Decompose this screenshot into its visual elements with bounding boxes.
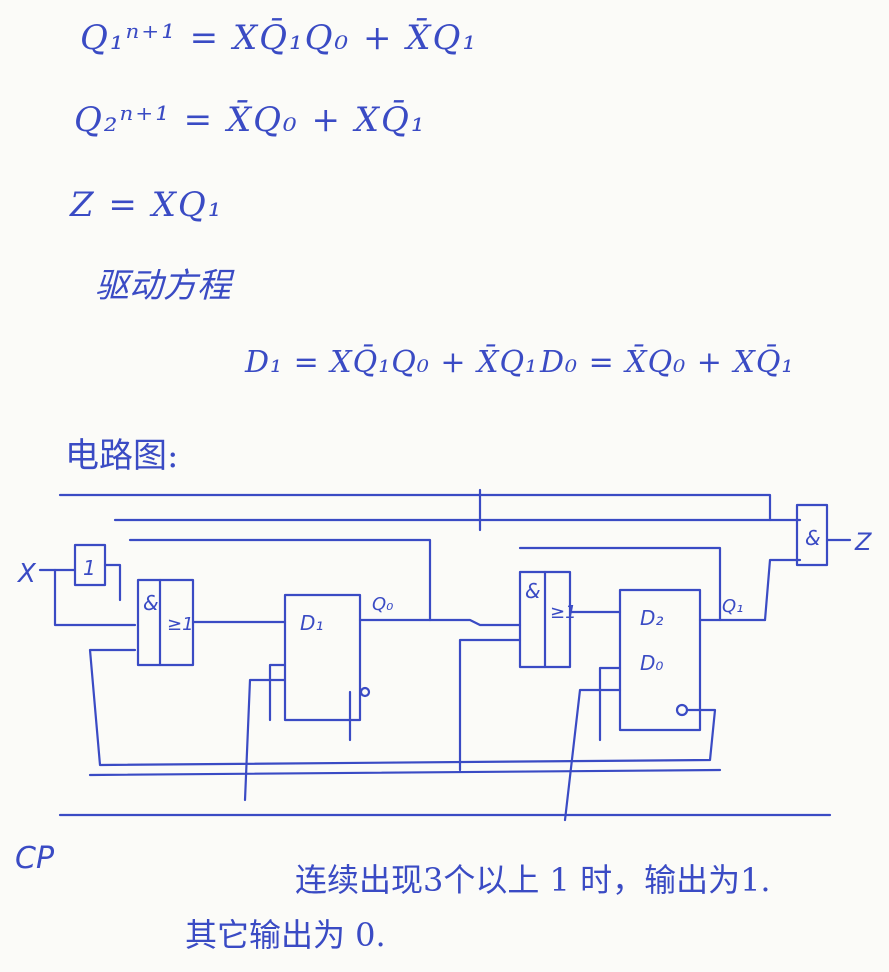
- clock-wire-right: [563, 688, 622, 822]
- equation-q1-next: Q₁ⁿ⁺¹ = XQ̄₁Q₀ + X̄Q₁: [80, 18, 478, 58]
- q0-to-right-wire: [428, 618, 522, 627]
- clock-wire-left: [243, 678, 287, 802]
- and-gate-output-label: &: [805, 526, 821, 550]
- and-gate-left-label: &: [143, 591, 159, 615]
- inverter-out-wire: [103, 563, 122, 602]
- input-x-label: X: [16, 559, 37, 589]
- inverter-label: 1: [83, 556, 96, 580]
- ff-d1-label: D₁: [300, 611, 323, 635]
- conclusion-line-2: 其它输出为 0.: [185, 916, 386, 954]
- flip-flop-q0: [283, 593, 362, 722]
- equation-d0: D₀ = X̄Q₀ + XQ̄₁: [540, 345, 795, 380]
- flip-flop-q1: [618, 588, 702, 732]
- q0-label: Q₀: [372, 594, 393, 615]
- q1-feedback-wire: [518, 546, 722, 622]
- equation-z: Z = XQ₁: [70, 185, 224, 225]
- conclusion-line-1: 连续出现3个以上 1 时，输出为1.: [295, 861, 771, 899]
- equation-d1: D₁ = XQ̄₁Q₀ + X̄Q₁: [245, 345, 539, 380]
- clock-label: CP: [15, 841, 55, 876]
- x-branch-wire: [53, 568, 137, 627]
- feedback-loop-wire: [88, 648, 717, 767]
- and-gate-right-label: &: [525, 579, 541, 603]
- equation-q2-next: Q₂ⁿ⁺¹ = X̄Q₀ + XQ̄₁: [74, 100, 427, 140]
- q1-label: Q₁: [722, 596, 743, 617]
- or-gate-left-label: ≥1: [167, 614, 194, 635]
- output-and-gate: [795, 503, 829, 567]
- q0-feedback-wire: [128, 538, 432, 622]
- or-gate-right-label: ≥1: [550, 602, 577, 623]
- drive-equation-heading: 驱动方程: [95, 266, 231, 306]
- ff-d2-label: D₂: [640, 606, 663, 630]
- top-bus-wire: [58, 493, 802, 522]
- ff-d0-label: D₀: [640, 651, 663, 675]
- q1-to-and-wire: [763, 558, 802, 622]
- circuit-label: 电路图:: [65, 436, 179, 476]
- output-z-label: Z: [854, 528, 872, 556]
